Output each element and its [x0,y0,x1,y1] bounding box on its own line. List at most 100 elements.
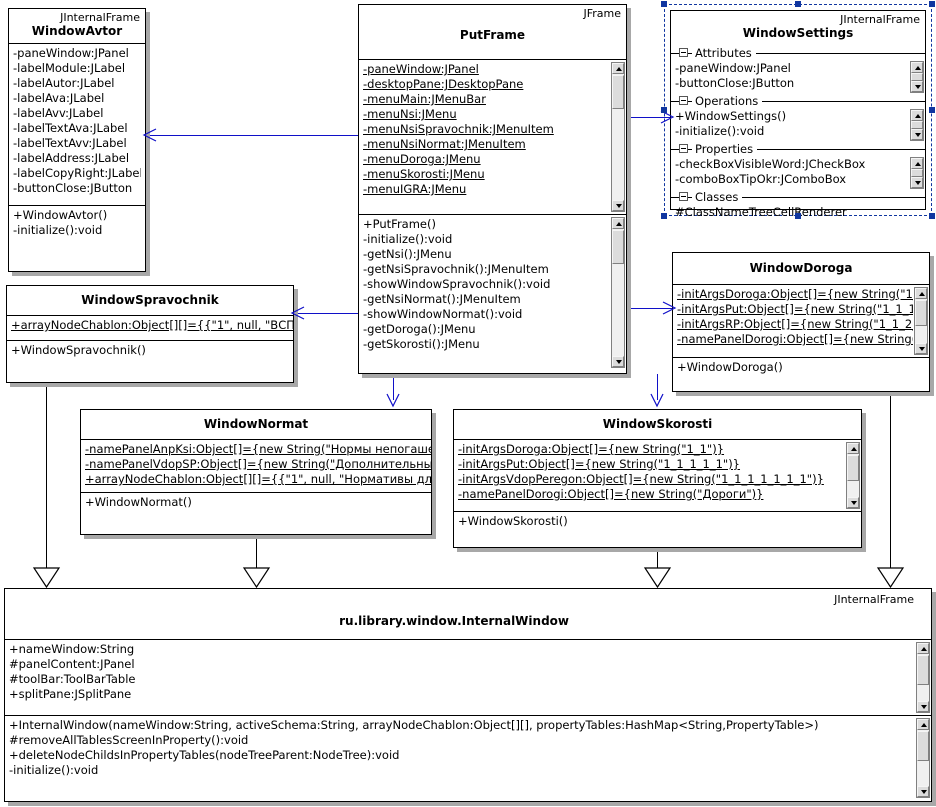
collapse-toggle-icon[interactable] [679,96,688,105]
group-header-properties[interactable]: Properties [671,142,925,157]
operations-compartment[interactable]: +WindowDoroga() [673,358,929,384]
attribute-item: -initArgsRP:Object[]={new String("1_1_2_… [677,317,913,331]
selection-handle-bottom-center[interactable] [795,213,801,219]
scrollbar-thumb[interactable] [911,73,923,81]
selection-handle-middle-left[interactable] [661,107,667,113]
scrollbar-thumb[interactable] [847,455,859,481]
scroll-up-icon[interactable] [917,719,929,730]
attribute-item: -paneWindow:JPanel [675,61,791,75]
class-box-window-spravochnik[interactable]: WindowSpravochnik +arrayNodeChablon:Obje… [6,285,294,383]
scrollbar-thumb[interactable] [911,169,923,177]
selection-handle-middle-right[interactable] [929,107,935,113]
operation-item: +InternalWindow(nameWindow:String, activ… [9,718,819,732]
class-box-window-normat[interactable]: WindowNormat -namePanelAnpKsi:Object[]={… [80,409,432,535]
scrollbar-thumb[interactable] [917,655,929,685]
compartment-divider [454,439,861,440]
attributes-scrollbar[interactable] [611,62,625,212]
association-putframe-windowdoroga [627,308,675,309]
attributes-scrollbar[interactable] [916,642,930,713]
scrollbar-thumb[interactable] [911,121,923,129]
class-box-window-skorosti[interactable]: WindowSkorosti -initArgsDoroga:Object[]=… [453,409,862,548]
scrollbar-thumb[interactable] [917,731,929,761]
operations-compartment[interactable]: +PutFrame() -initialize():void -getNsi()… [359,215,626,370]
group-label: Classes [692,190,743,204]
operations-compartment[interactable]: +WindowSkorosti() [454,512,861,538]
open-arrowhead-windownormat [386,393,400,408]
scrollbar-thumb[interactable] [612,230,624,264]
attributes-compartment[interactable]: -paneWindow:JPanel -desktopPane:JDesktop… [359,60,626,214]
selection-handle-bottom-left[interactable] [661,213,667,219]
group-header-operations[interactable]: Operations [671,94,925,109]
attributes-compartment[interactable]: -namePanelAnpKsi:Object[]={new String("Н… [81,440,431,492]
collapse-toggle-icon[interactable] [679,144,688,153]
scroll-down-icon[interactable] [911,81,923,92]
group-header-classes[interactable]: Classes [671,190,925,205]
attributes-compartment[interactable]: +nameWindow:String #panelContent:JPanel … [5,640,931,715]
generalization-triangle-doroga [876,567,905,589]
selection-handle-bottom-right[interactable] [929,213,935,219]
attributes-compartment[interactable]: +arrayNodeChablon:Object[][]={{"1", null… [7,316,293,340]
scroll-down-icon[interactable] [612,356,624,367]
scroll-down-icon[interactable] [917,701,929,712]
attribute-item: -labelAutor:JLabel [13,76,115,90]
scroll-up-icon[interactable] [847,443,859,454]
attributes-compartment[interactable]: -initArgsDoroga:Object[]={new String("1_… [673,285,929,357]
scroll-down-icon[interactable] [911,129,923,140]
properties-compartment[interactable]: -checkBoxVisibleWord:JCheckBox -comboBox… [671,157,925,189]
scroll-up-icon[interactable] [911,62,923,73]
operations-scrollbar[interactable] [916,718,930,798]
attributes-scrollbar[interactable] [914,287,928,355]
scroll-up-icon[interactable] [917,643,929,654]
class-box-put-frame[interactable]: JFrame PutFrame -paneWindow:JPanel -desk… [358,4,627,374]
operation-item: -getDoroga():JMenu [363,322,476,336]
operation-item: -initialize():void [675,124,765,138]
attribute-item: -initArgsPut:Object[]={new String("1_1_1… [677,302,913,316]
scrollbar-thumb[interactable] [915,300,927,326]
class-box-window-avtor[interactable]: JInternalFrame WindowAvtor -paneWindow:J… [8,8,146,272]
scroll-down-icon[interactable] [847,497,859,508]
scrollbar-thumb[interactable] [612,75,624,109]
operation-item: +WindowAvtor() [13,208,108,222]
selection-handle-top-right[interactable] [929,1,935,7]
group-label: Operations [692,94,763,108]
operations-compartment[interactable]: +InternalWindow(nameWindow:String, activ… [5,716,931,800]
operations-compartment[interactable]: +WindowNormat() [81,493,431,519]
attributes-scrollbar[interactable] [846,442,860,509]
collapse-toggle-icon[interactable] [679,48,688,57]
operation-item: +deleteNodeChildsInPropertyTables(nodeTr… [9,748,400,762]
scroll-up-icon[interactable] [915,288,927,299]
operations-scrollbar[interactable] [910,109,924,141]
attributes-scrollbar[interactable] [910,61,924,93]
attribute-item: -menuNsiNormat:JMenuItem [363,137,526,151]
scroll-down-icon[interactable] [911,177,923,188]
attributes-compartment[interactable]: -paneWindow:JPanel -buttonClose:JButton [671,61,925,93]
scroll-down-icon[interactable] [612,200,624,211]
properties-scrollbar[interactable] [910,157,924,189]
operations-scrollbar[interactable] [611,217,625,368]
scroll-down-icon[interactable] [915,343,927,354]
attribute-item: -initArgsVdopPeregon:Object[]={new Strin… [458,472,824,486]
scroll-up-icon[interactable] [911,158,923,169]
class-box-window-doroga[interactable]: WindowDoroga -initArgsDoroga:Object[]={n… [672,252,930,392]
generalization-triangle-spravochnik [32,567,61,589]
scroll-up-icon[interactable] [612,63,624,74]
attributes-compartment[interactable]: -initArgsDoroga:Object[]={new String("1_… [454,440,861,511]
class-name: PutFrame [459,28,526,42]
attribute-item: -menuMain:JMenuBar [363,92,486,106]
operations-compartment[interactable]: +WindowSpravochnik() [7,341,293,371]
attributes-compartment[interactable]: -paneWindow:JPanel -labelModule:JLabel -… [9,44,145,205]
scroll-up-icon[interactable] [612,218,624,229]
operations-compartment[interactable]: +WindowAvtor() -initialize():void [9,206,145,241]
class-box-window-settings[interactable]: JInternalFrame WindowSettings Attributes… [670,10,926,219]
attribute-item: +arrayNodeChablon:Object[][]={{"1", null… [11,318,293,332]
association-putframe-windowavtor [146,135,358,136]
scroll-up-icon[interactable] [911,110,923,121]
selection-handle-top-left[interactable] [661,1,667,7]
group-header-attributes[interactable]: Attributes [671,46,925,61]
scroll-down-icon[interactable] [917,786,929,797]
selection-handle-top-center[interactable] [795,1,801,7]
operations-compartment[interactable]: +WindowSettings() -initialize():void [671,109,925,141]
class-box-internal-window[interactable]: JInternalFrame ru.library.window.Interna… [4,588,932,802]
collapse-toggle-icon[interactable] [679,192,688,201]
